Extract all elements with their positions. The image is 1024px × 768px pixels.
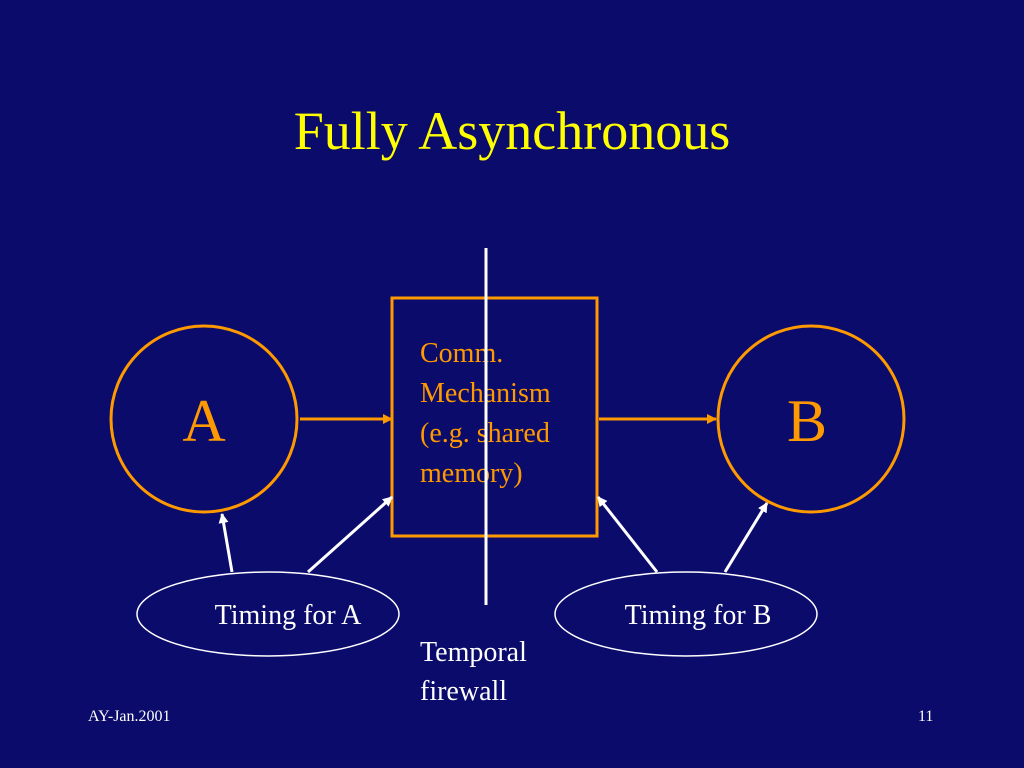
arrow-timing-b-to-b [723, 502, 769, 573]
comm-line-1: Comm. [420, 338, 503, 369]
arrow-timing-a-to-a [218, 513, 234, 573]
page-number: 11 [918, 708, 934, 725]
footer-author-date: AY-Jan.2001 [88, 708, 171, 725]
timing-a-label: Timing for A [215, 600, 363, 631]
node-a-circle [109, 324, 299, 514]
timing-b-ellipse [554, 571, 818, 657]
comm-line-4: memory) [420, 458, 523, 489]
timing-b-label: Timing for B [625, 600, 772, 631]
timing-a-ellipse [136, 571, 400, 657]
firewall-line-2: firewall [420, 676, 507, 707]
node-a-label: A [182, 388, 225, 454]
comm-mechanism-box [390, 296, 599, 538]
comm-mechanism-label: Comm. Mechanism (e.g. shared memory) [420, 338, 558, 489]
node-b-label: B [787, 388, 827, 454]
slide-title: Fully Asynchronous [293, 101, 731, 161]
arrow-timing-a-to-comm [307, 495, 393, 574]
node-b-circle [716, 324, 906, 514]
arrow-timing-b-to-comm [596, 496, 659, 573]
firewall-line-1: Temporal [420, 637, 527, 668]
temporal-firewall-label: Temporal firewall [420, 637, 534, 707]
